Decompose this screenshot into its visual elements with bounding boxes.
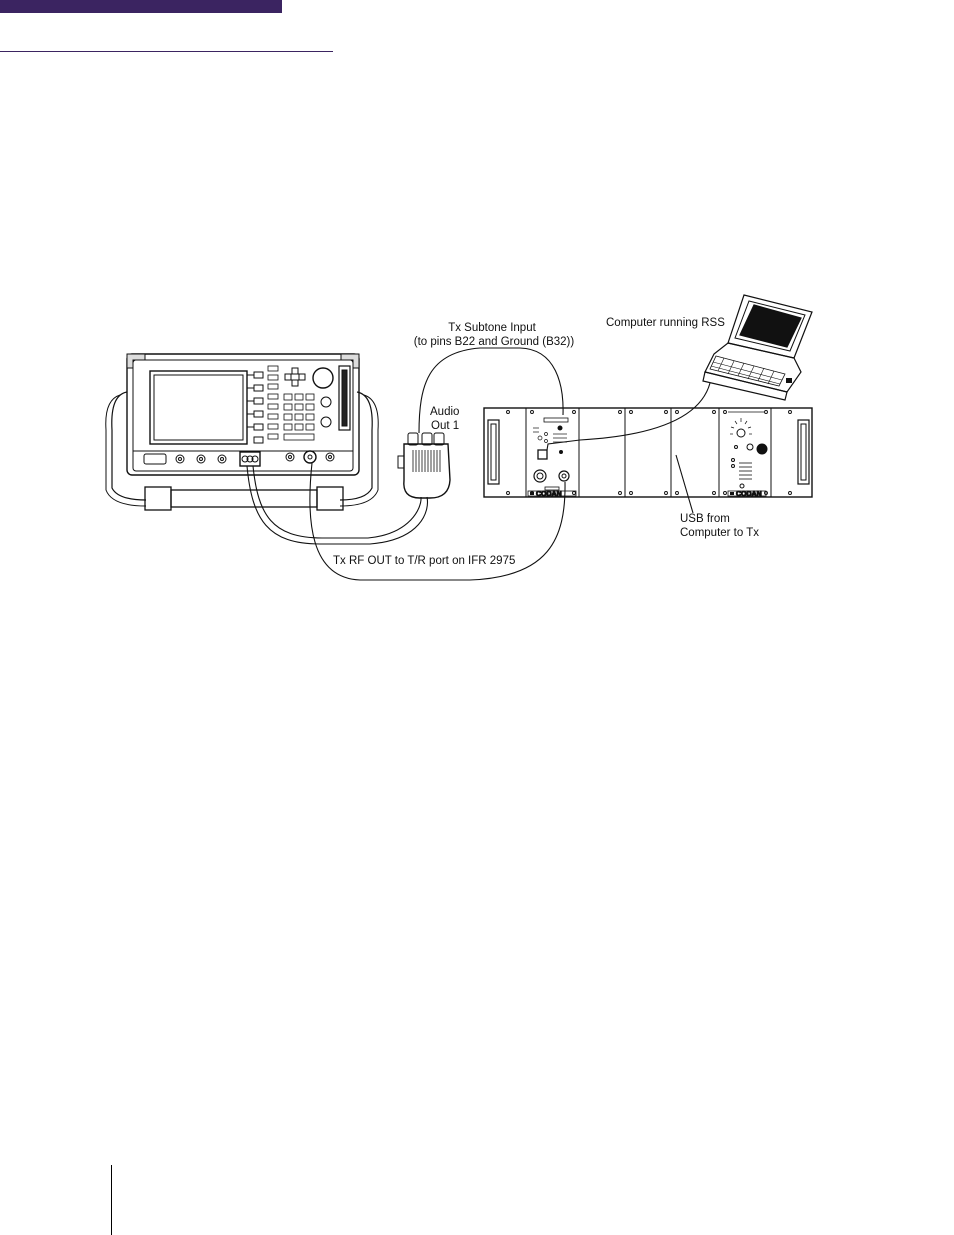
label-tx-subtone-line1: Tx Subtone Input [448,322,536,334]
knob-small-2 [320,416,332,428]
cable-usb [546,382,711,451]
label-audio-out-line2: Out 1 [431,420,459,432]
codan-logo-left: CODAN [536,491,562,498]
label-audio-out-line1: Audio [430,406,459,418]
codan-logo-right: CODAN [736,491,762,498]
cable-tx-rf-out [309,462,566,581]
laptop-computer [702,294,813,401]
soft-keys [247,371,264,444]
cable-audio-out-2 [252,465,422,539]
cables [246,347,711,581]
codan-logo-mark [530,492,534,495]
power-supply-module [727,411,768,497]
label-computer-rss: Computer running RSS [606,317,725,329]
codan-logo-mark-right [730,492,734,495]
direction-pad [284,367,306,387]
knob-small-1 [320,396,332,408]
label-tx-rf-out: Tx RF OUT to T/R port on IFR 2975 [333,555,515,567]
audio-out-adapter [397,432,451,499]
ifr-2975-test-set [105,353,379,511]
label-usb-line1: USB from [680,513,730,525]
cable-tx-subtone [418,347,564,434]
header-rule [0,51,333,52]
keypad [267,365,315,441]
header-accent-bar [0,0,282,13]
front-connectors [143,450,335,467]
label-usb-line2: Computer to Tx [680,527,759,539]
label-tx-subtone-line2: (to pins B22 and Ground (B32)) [414,336,575,348]
footer-margin-rule [111,1165,112,1235]
cable-audio-out-1 [246,465,429,545]
main-knob [312,367,334,389]
usb-leader-line [675,454,694,514]
transmitter-module [527,417,577,497]
